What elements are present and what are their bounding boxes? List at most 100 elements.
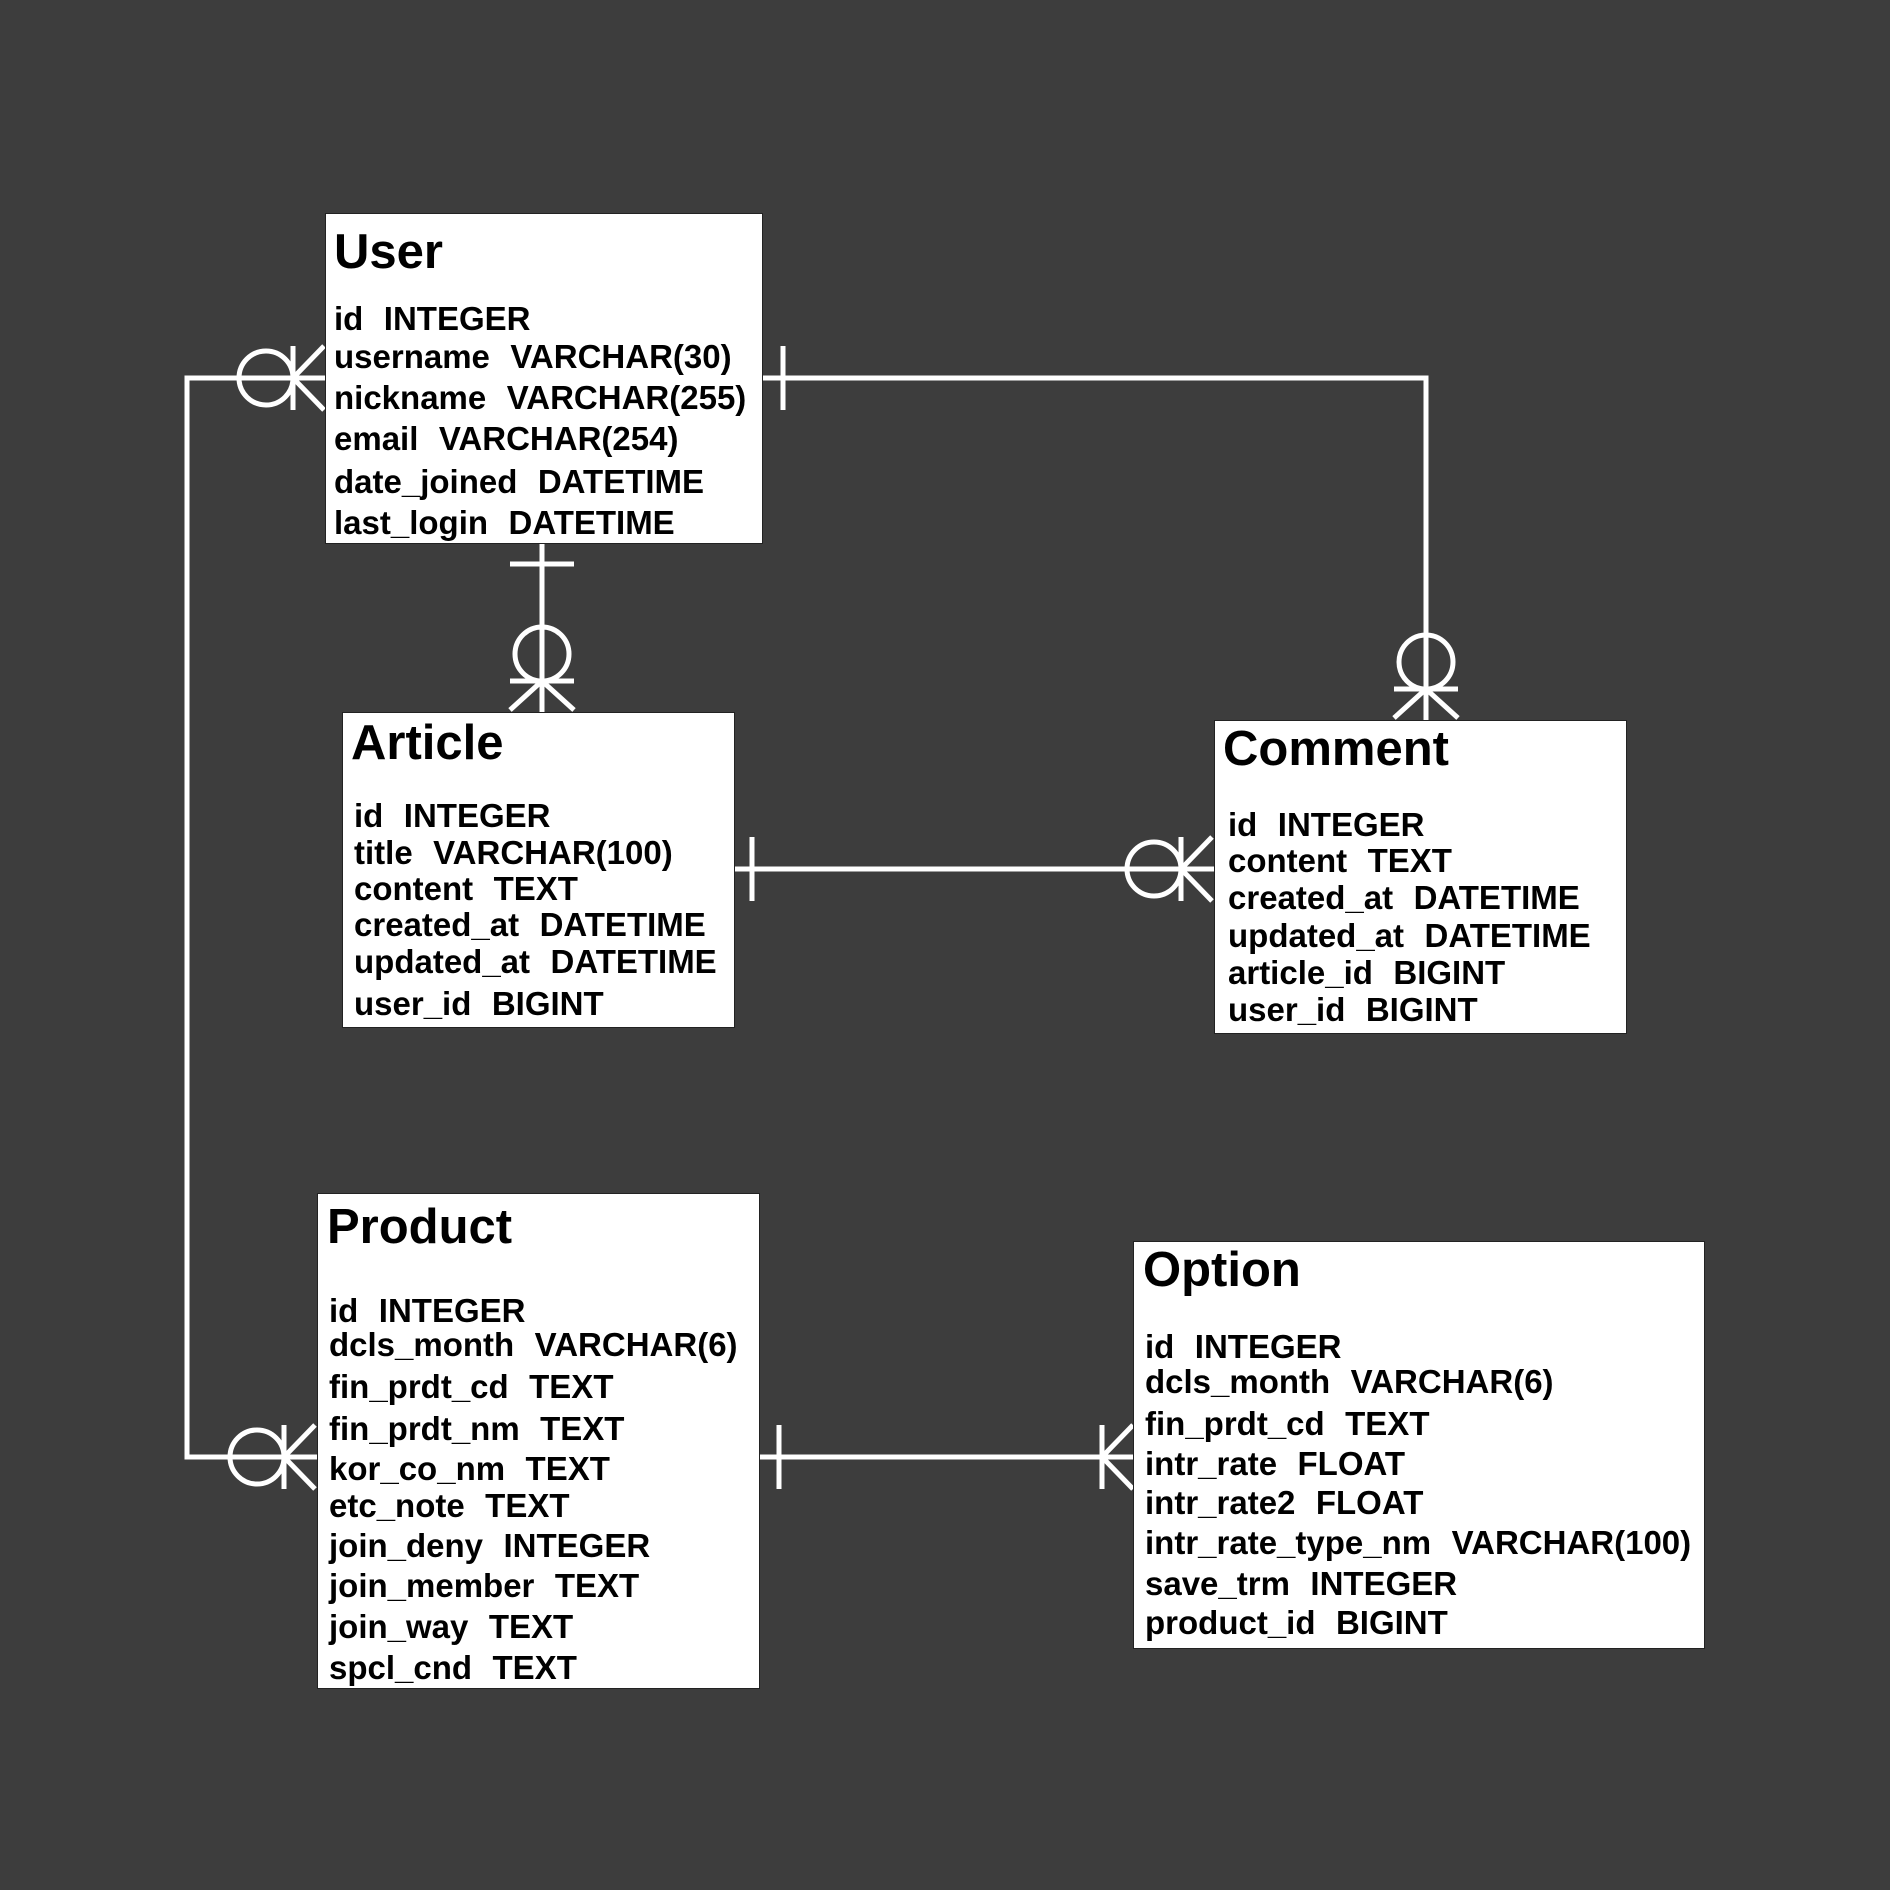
- entity-title: Article: [351, 716, 504, 770]
- entity-title: User: [334, 225, 443, 279]
- field-type: INTEGER: [1277, 806, 1425, 843]
- field-type: DATETIME: [1424, 917, 1591, 954]
- field-type: VARCHAR(6): [1350, 1363, 1554, 1400]
- field-name: save_trm: [1145, 1565, 1290, 1602]
- field-type: TEXT: [540, 1410, 625, 1447]
- field-row: dcls_month VARCHAR(6): [1145, 1365, 1554, 1398]
- field-row: id INTEGER: [1228, 808, 1424, 841]
- field-name: intr_rate_type_nm: [1145, 1524, 1432, 1561]
- field-row: updated_at DATETIME: [354, 945, 717, 978]
- field-type: TEXT: [525, 1450, 610, 1487]
- field-row: last_login DATETIME: [334, 506, 675, 539]
- field-type: VARCHAR(254): [438, 420, 679, 457]
- field-name: last_login: [334, 504, 489, 541]
- field-name: updated_at: [354, 943, 531, 980]
- field-type: BIGINT: [1393, 954, 1506, 991]
- field-type: DATETIME: [508, 504, 675, 541]
- field-type: TEXT: [488, 1608, 574, 1645]
- field-type: TEXT: [485, 1487, 570, 1524]
- field-type: INTEGER: [403, 797, 551, 834]
- field-name: kor_co_nm: [329, 1450, 506, 1487]
- field-name: id: [334, 300, 364, 337]
- field-name: fin_prdt_cd: [1145, 1405, 1325, 1442]
- field-type: TEXT: [529, 1368, 614, 1405]
- field-row: id INTEGER: [1145, 1330, 1341, 1363]
- field-type: DATETIME: [1413, 879, 1580, 916]
- field-name: spcl_cnd: [329, 1649, 473, 1686]
- field-name: join_way: [329, 1608, 469, 1645]
- rel-user-comment: [762, 346, 1460, 720]
- field-row: intr_rate2 FLOAT: [1145, 1486, 1423, 1519]
- field-type: VARCHAR(100): [1451, 1524, 1692, 1561]
- field-name: content: [1228, 842, 1348, 879]
- field-name: nickname: [334, 379, 487, 416]
- field-name: date_joined: [334, 463, 518, 500]
- field-type: INTEGER: [378, 1292, 526, 1329]
- field-row: etc_note TEXT: [329, 1489, 570, 1522]
- field-type: DATETIME: [539, 906, 706, 943]
- field-name: product_id: [1145, 1604, 1316, 1641]
- field-name: fin_prdt_nm: [329, 1410, 520, 1447]
- field-row: date_joined DATETIME: [334, 465, 704, 498]
- field-type: VARCHAR(6): [534, 1326, 738, 1363]
- field-row: user_id BIGINT: [1228, 993, 1478, 1026]
- field-name: created_at: [354, 906, 520, 943]
- field-name: id: [1145, 1328, 1175, 1365]
- field-row: kor_co_nm TEXT: [329, 1452, 610, 1485]
- field-name: user_id: [1228, 991, 1346, 1028]
- field-row: fin_prdt_cd TEXT: [329, 1370, 613, 1403]
- rel-user-product: [184, 344, 326, 1491]
- field-name: fin_prdt_cd: [329, 1368, 509, 1405]
- field-type: BIGINT: [1365, 991, 1478, 1028]
- field-type: INTEGER: [383, 300, 531, 337]
- field-row: updated_at DATETIME: [1228, 919, 1591, 952]
- field-type: FLOAT: [1297, 1445, 1406, 1482]
- field-name: created_at: [1228, 879, 1394, 916]
- field-type: FLOAT: [1315, 1484, 1424, 1521]
- field-row: intr_rate_type_nm VARCHAR(100): [1145, 1526, 1691, 1559]
- field-type: TEXT: [492, 1649, 577, 1686]
- field-type: BIGINT: [1335, 1604, 1448, 1641]
- field-name: etc_note: [329, 1487, 465, 1524]
- field-row: id INTEGER: [334, 302, 530, 335]
- field-type: VARCHAR(30): [510, 338, 732, 375]
- rel-article-comment: [733, 835, 1214, 903]
- field-type: INTEGER: [503, 1527, 651, 1564]
- field-row: fin_prdt_nm TEXT: [329, 1412, 624, 1445]
- field-name: id: [1228, 806, 1258, 843]
- field-type: INTEGER: [1310, 1565, 1458, 1602]
- field-name: dcls_month: [329, 1326, 515, 1363]
- rel-product-option: [759, 1423, 1135, 1491]
- field-name: join_member: [329, 1567, 535, 1604]
- rel-user-article: [508, 542, 576, 712]
- field-type: DATETIME: [537, 463, 705, 500]
- field-name: updated_at: [1228, 917, 1405, 954]
- field-row: join_way TEXT: [329, 1610, 573, 1643]
- field-type: DATETIME: [550, 943, 717, 980]
- field-type: VARCHAR(255): [506, 379, 747, 416]
- field-type: TEXT: [493, 870, 578, 907]
- field-row: product_id BIGINT: [1145, 1606, 1448, 1639]
- entity-title: Option: [1143, 1243, 1301, 1297]
- field-name: dcls_month: [1145, 1363, 1331, 1400]
- field-type: TEXT: [1367, 842, 1452, 879]
- field-type: BIGINT: [491, 985, 604, 1022]
- field-row: save_trm INTEGER: [1145, 1567, 1457, 1600]
- field-name: intr_rate2: [1145, 1484, 1296, 1521]
- field-row: nickname VARCHAR(255): [334, 381, 746, 414]
- field-type: INTEGER: [1194, 1328, 1342, 1365]
- field-type: TEXT: [1345, 1405, 1430, 1442]
